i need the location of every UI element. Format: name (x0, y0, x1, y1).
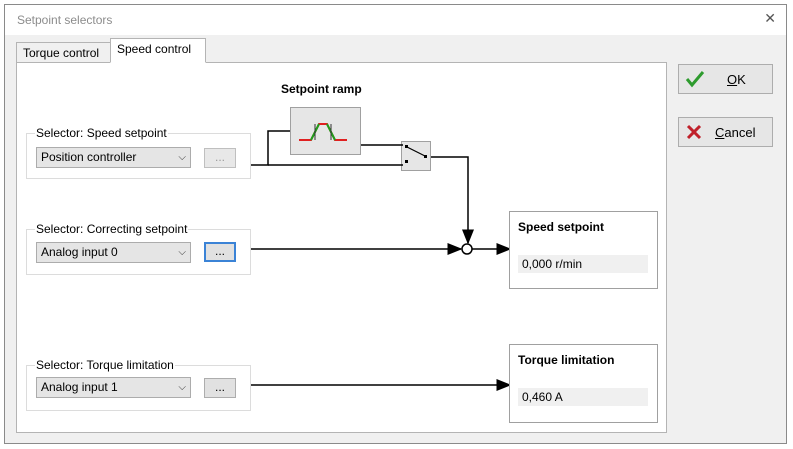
chevron-down-icon: ⌵ (178, 247, 186, 258)
torque-limitation-title: Torque limitation (518, 353, 615, 367)
checkmark-icon (685, 71, 705, 88)
x-icon (686, 124, 702, 140)
correcting-setpoint-value: Analog input 0 (41, 245, 118, 259)
torque-limitation-output-box: Torque limitation 0,460 A (509, 344, 658, 423)
selector-torque-limitation-label: Selector: Torque limitation (35, 358, 175, 372)
cancel-label-rest: ancel (724, 125, 756, 140)
ok-mnemonic: O (727, 72, 738, 87)
selector-speed-setpoint-group: Selector: Speed setpoint Position contro… (26, 126, 251, 179)
selector-correcting-setpoint-label: Selector: Correcting setpoint (35, 222, 189, 236)
speed-setpoint-browse-button[interactable]: ... (204, 148, 236, 168)
switch-icon (405, 145, 427, 163)
speed-setpoint-value-field: 0,000 r/min (518, 255, 648, 273)
speed-control-panel: Selector: Speed setpoint Position contro… (16, 62, 667, 433)
speed-setpoint-combo[interactable]: Position controller ⌵ (36, 147, 191, 168)
ok-label-rest: K (737, 72, 746, 87)
tab-torque-control[interactable]: Torque control (16, 42, 111, 63)
ok-button-label: OK (727, 72, 746, 87)
correcting-setpoint-browse-button[interactable]: ... (204, 242, 236, 262)
title-bar: Setpoint selectors ✕ (5, 5, 786, 35)
selector-torque-limitation-group: Selector: Torque limitation Analog input… (26, 358, 251, 411)
ok-button[interactable]: OK (678, 64, 773, 94)
setpoint-ramp-label: Setpoint ramp (281, 82, 362, 96)
speed-setpoint-output-box: Speed setpoint 0,000 r/min (509, 211, 658, 289)
chevron-down-icon: ⌵ (178, 152, 186, 163)
torque-limitation-browse-button[interactable]: ... (204, 378, 236, 398)
torque-limitation-value-field: 0,460 A (518, 388, 648, 406)
cancel-button-label: Cancel (715, 125, 755, 140)
window-title: Setpoint selectors (17, 13, 113, 27)
speed-setpoint-value: Position controller (41, 150, 137, 164)
summing-junction (461, 243, 473, 255)
close-icon[interactable]: ✕ (764, 10, 776, 26)
cancel-mnemonic: C (715, 125, 725, 140)
tab-speed-control[interactable]: Speed control (110, 38, 206, 63)
cancel-button[interactable]: Cancel (678, 117, 773, 147)
selector-correcting-setpoint-group: Selector: Correcting setpoint Analog inp… (26, 222, 251, 275)
torque-limitation-value: Analog input 1 (41, 380, 118, 394)
signal-flow-lines (251, 130, 512, 391)
torque-limitation-combo[interactable]: Analog input 1 ⌵ (36, 377, 191, 398)
dialog-window: Setpoint selectors ✕ Torque control Spee… (4, 4, 787, 444)
ramp-switch[interactable] (401, 141, 431, 171)
setpoint-ramp-block[interactable] (290, 107, 361, 155)
selector-speed-setpoint-label: Selector: Speed setpoint (35, 126, 168, 140)
speed-setpoint-title: Speed setpoint (518, 220, 605, 234)
chevron-down-icon: ⌵ (178, 382, 186, 393)
correcting-setpoint-combo[interactable]: Analog input 0 ⌵ (36, 242, 191, 263)
ramp-profile-icon (299, 123, 347, 141)
